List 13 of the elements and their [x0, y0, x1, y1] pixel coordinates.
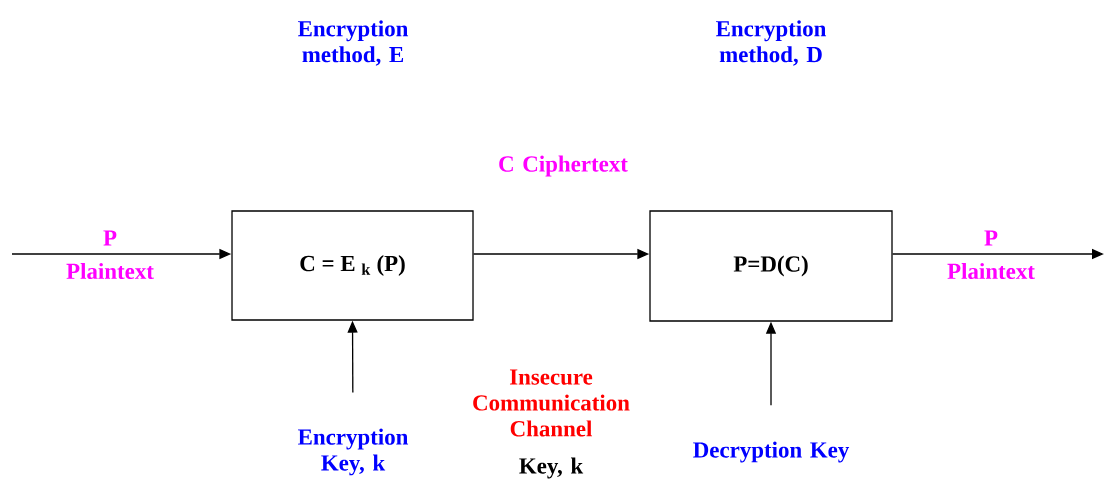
process-box: P=D(C) [649, 210, 893, 322]
plaintext-label: P [103, 230, 117, 246]
plaintext-label: P [984, 230, 998, 246]
process-box: C = E $_{k}$ (P) [231, 210, 474, 321]
key-label: Key, k [519, 457, 584, 479]
method-label: Encryption method, D [716, 20, 827, 66]
key-label: Encryption Key, k [298, 428, 409, 476]
plaintext-label: Plaintext [66, 262, 154, 280]
key-label: Decryption Key [693, 441, 850, 463]
method-label: Encryption method, E [298, 20, 409, 66]
channel-label: Insecure Communication Channel [473, 369, 630, 437]
plaintext-label: Plaintext [947, 262, 1035, 280]
channel-label: C Ciphertext [499, 155, 628, 177]
